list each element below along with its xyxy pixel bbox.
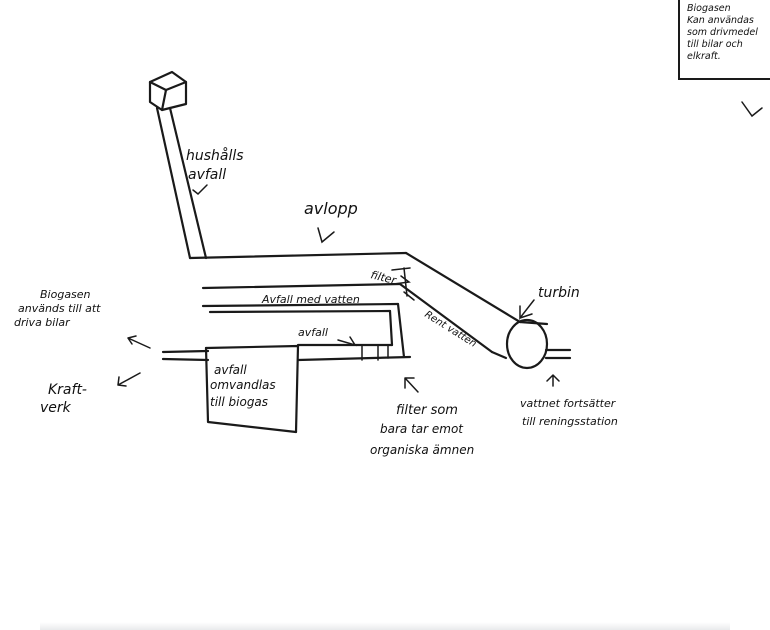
vattnet-arrow [546, 373, 560, 387]
biogas-note: Biogasen Kan användas som drivmedel till… [678, 0, 770, 80]
biogas-tank [204, 344, 300, 434]
filter-som-arrow [404, 377, 419, 393]
filter-som-label-1: filter som [396, 403, 458, 418]
kraftverk-arrow [117, 372, 141, 387]
kraftverk-label-1: Kraft- [48, 382, 87, 398]
hushalls-arrow [192, 184, 208, 196]
waste-water-pipe [201, 302, 406, 359]
filter-arrow [393, 275, 411, 285]
avlopp-arrow [317, 227, 335, 244]
tank-label-2: omvandlas [210, 378, 276, 392]
biogasen-label-3: driva bilar [14, 316, 71, 329]
note-line-2: Kan användas [687, 15, 754, 26]
biogasen-label-2: används till att [18, 302, 101, 315]
note-arrow [741, 101, 763, 118]
paper-edge [40, 622, 730, 630]
kraftverk-label-2: verk [40, 400, 72, 416]
note-line-1: Biogasen [687, 3, 731, 14]
sewer-pipe [188, 251, 522, 354]
turbin-arrow [519, 299, 535, 321]
house-icon [148, 70, 188, 112]
tank-label-3: till biogas [210, 395, 268, 409]
note-line-4: till bilar och [687, 39, 743, 50]
waste-pipe [161, 343, 412, 362]
biogasen-label-1: Biogasen [40, 288, 91, 301]
hushalls-label-2: avfall [188, 167, 226, 183]
filter-som-label-2: bara tar emot [380, 422, 464, 436]
filter-som-label-3: organiska ämnen [370, 443, 474, 457]
biogas-arrow [127, 335, 151, 349]
note-line-3: som drivmedel [687, 27, 758, 38]
avfall-arrow [337, 336, 357, 347]
household-waste-pipe [155, 106, 208, 260]
note-line-5: elkraft. [687, 51, 721, 62]
turbin-label: turbin [538, 285, 580, 301]
avfall-med-vatten-label: Avfall med vatten [261, 293, 360, 306]
avfall-label: avfall [298, 326, 328, 339]
tank-label-1: avfall [214, 363, 247, 377]
filter-label: filter [369, 268, 399, 287]
vattnet-label-2: till reningsstation [522, 415, 618, 428]
rent-vatten-label: Rent vatten [422, 309, 478, 350]
avlopp-label: avlopp [304, 199, 358, 218]
turbine [490, 318, 572, 370]
hushalls-label: hushålls [186, 147, 244, 164]
vattnet-label-1: vattnet fortsätter [520, 397, 617, 410]
